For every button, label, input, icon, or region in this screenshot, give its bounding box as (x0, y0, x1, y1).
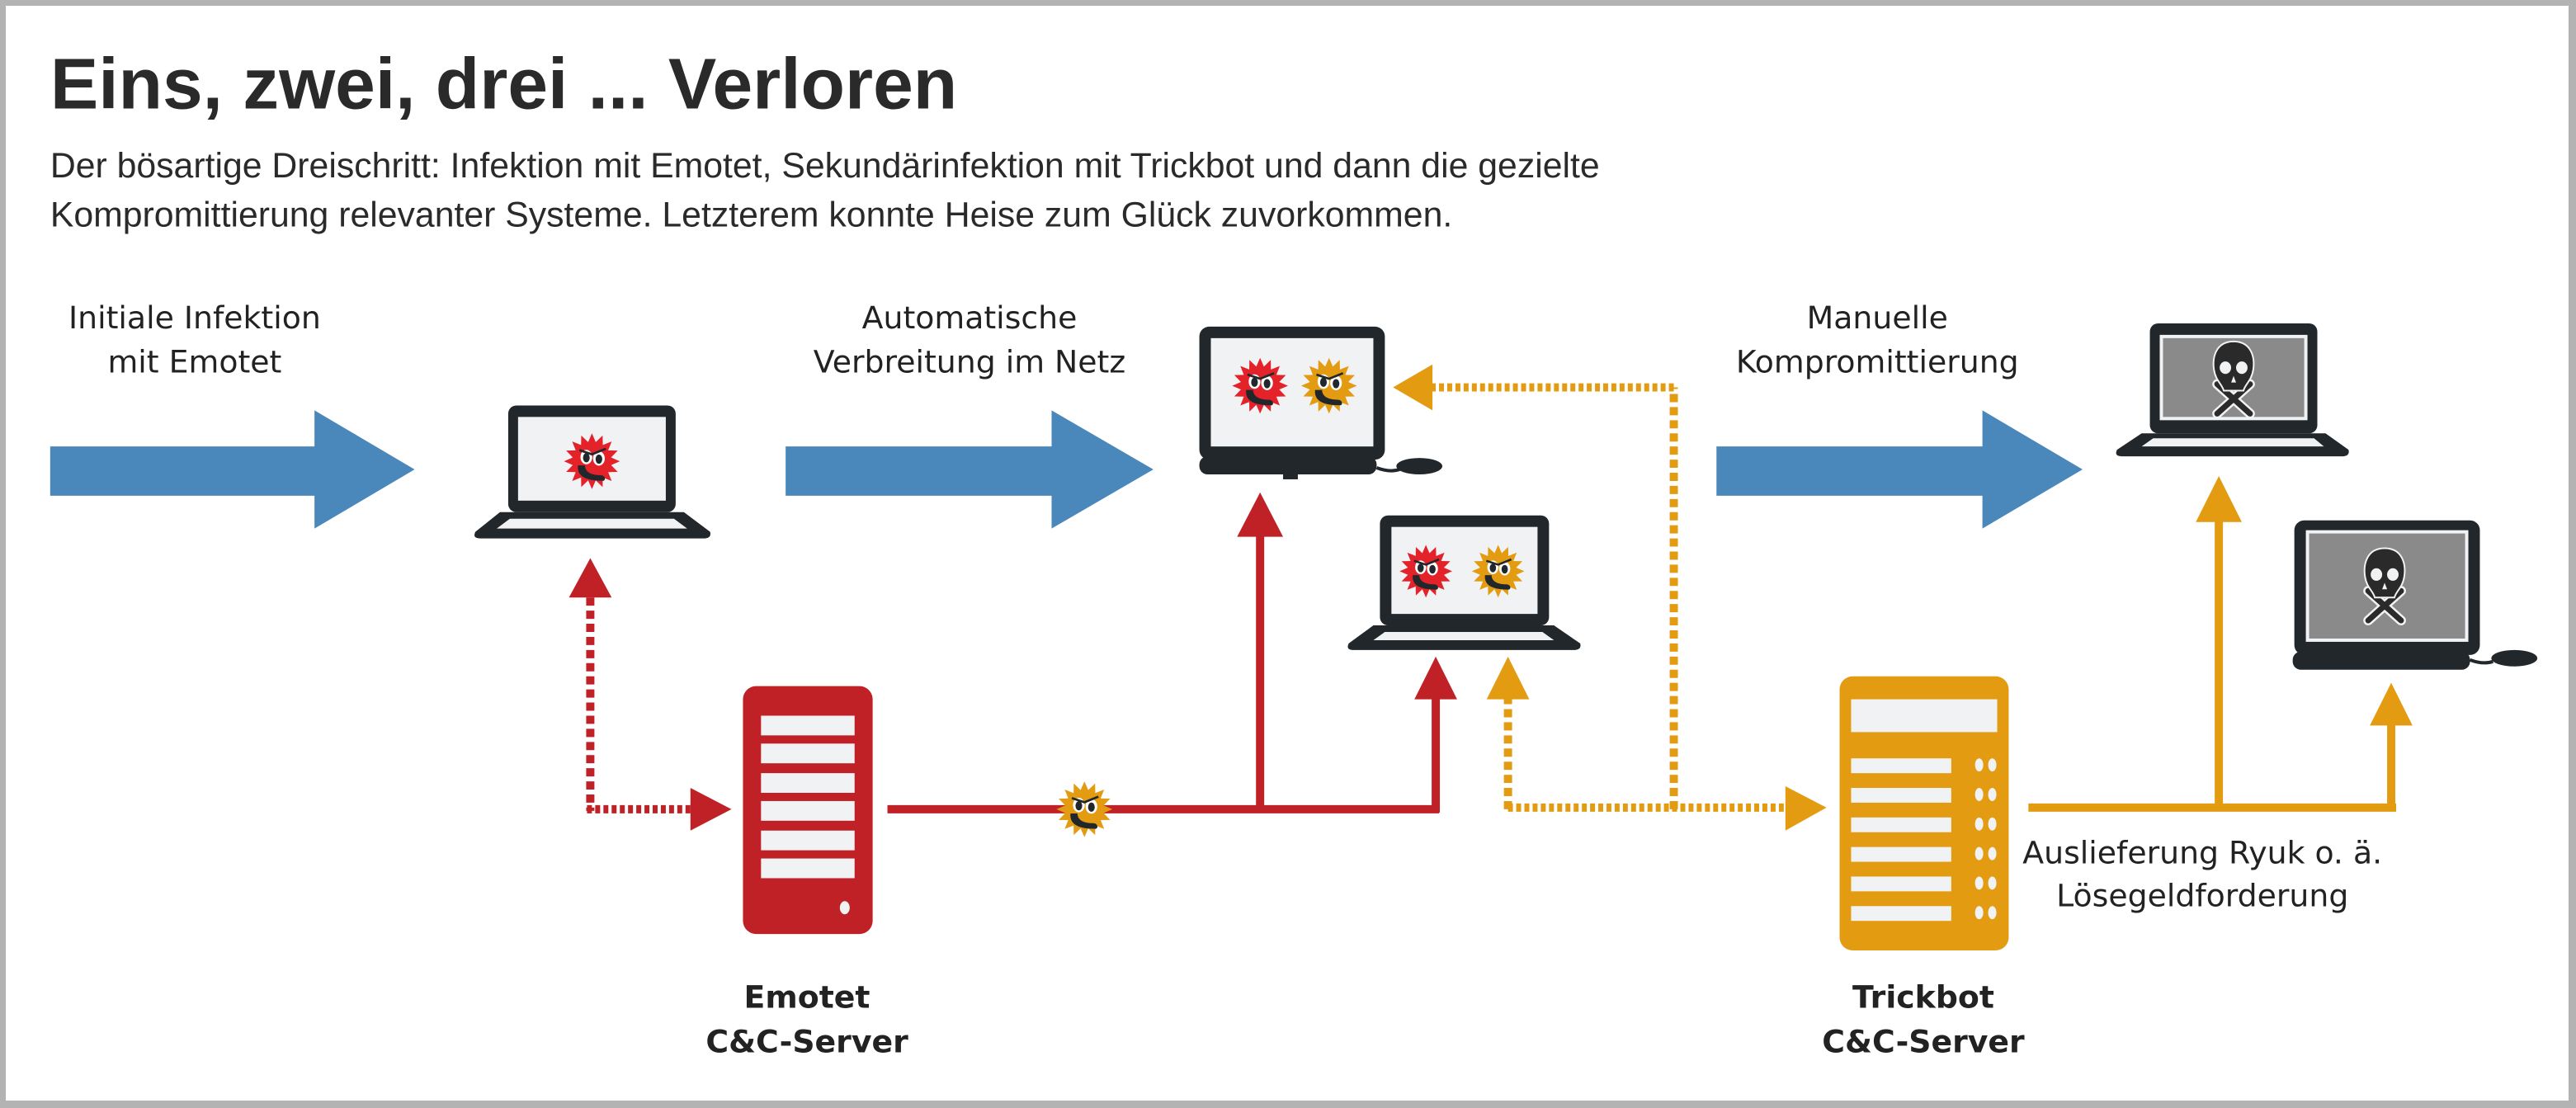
step-2-label-line-1: Automatische (862, 299, 1078, 336)
trickbot-virus-icon (1056, 781, 1113, 837)
step-1-label-line-2: mit Emotet (107, 344, 281, 380)
arrowhead-left-icon (1393, 364, 1433, 411)
page-title: Eins, zwei, drei ... Verloren (50, 43, 957, 124)
trickbot-connections (1393, 364, 2413, 831)
laptop-compromised-icon (2116, 323, 2349, 457)
trickbot-virus-icon (1471, 545, 1525, 598)
laptop-infected-icon (1347, 515, 1581, 650)
subtitle-line-2: Kompromittierung relevanter Systeme. Let… (50, 196, 1452, 235)
trickbot-server-label-line-2: C&C-Server (1822, 1023, 2025, 1059)
emotet-server-label-line-1: Emotet (744, 979, 870, 1016)
skull-crossbones-icon (2212, 340, 2255, 419)
step-3-label-line-1: Manuelle (1807, 299, 1948, 336)
step-2-arrow-icon (786, 410, 1154, 529)
emotet-server-icon (743, 686, 873, 935)
trickbot-server-label-line-1: Trickbot (1852, 979, 1994, 1016)
laptop-emotet-icon (474, 405, 710, 539)
desktop-infected-icon (1199, 326, 1443, 479)
skull-crossbones-icon (2363, 547, 2406, 626)
desktop-compromised-icon (2292, 520, 2538, 670)
emotet-virus-icon (564, 433, 620, 489)
emotet-virus-icon (1399, 545, 1452, 598)
emotet-server-label-line-2: C&C-Server (705, 1023, 908, 1059)
delivery-note-line-2: Lösegeldforderung (2056, 877, 2348, 913)
arrowhead-right-icon (690, 788, 732, 831)
emotet-connections (569, 492, 1457, 837)
delivery-note-line-1: Auslieferung Ryuk o. ä. (2022, 835, 2382, 871)
subtitle-line-1: Der bösartige Dreischritt: Infektion mit… (50, 146, 1600, 186)
arrowhead-up-icon (569, 558, 612, 598)
arrowhead-up-icon (1237, 492, 1284, 537)
step-1-label-line-1: Initiale Infektion (68, 299, 321, 336)
arrowhead-up-icon (1486, 656, 1530, 700)
arrowhead-up-icon (1414, 656, 1457, 700)
step-1-arrow-icon (50, 410, 415, 529)
arrowhead-right-icon (1785, 786, 1827, 831)
trickbot-virus-icon (1300, 357, 1357, 414)
trickbot-server-icon (1839, 676, 2009, 950)
step-3-arrow-icon (1716, 410, 2083, 529)
arrowhead-up-icon (2196, 475, 2242, 522)
arrowhead-up-icon (2370, 682, 2413, 726)
step-2-label-line-2: Verbreitung im Netz (814, 344, 1125, 380)
step-3-label-line-2: Kompromittierung (1736, 344, 2019, 380)
emotet-virus-icon (1232, 357, 1288, 414)
